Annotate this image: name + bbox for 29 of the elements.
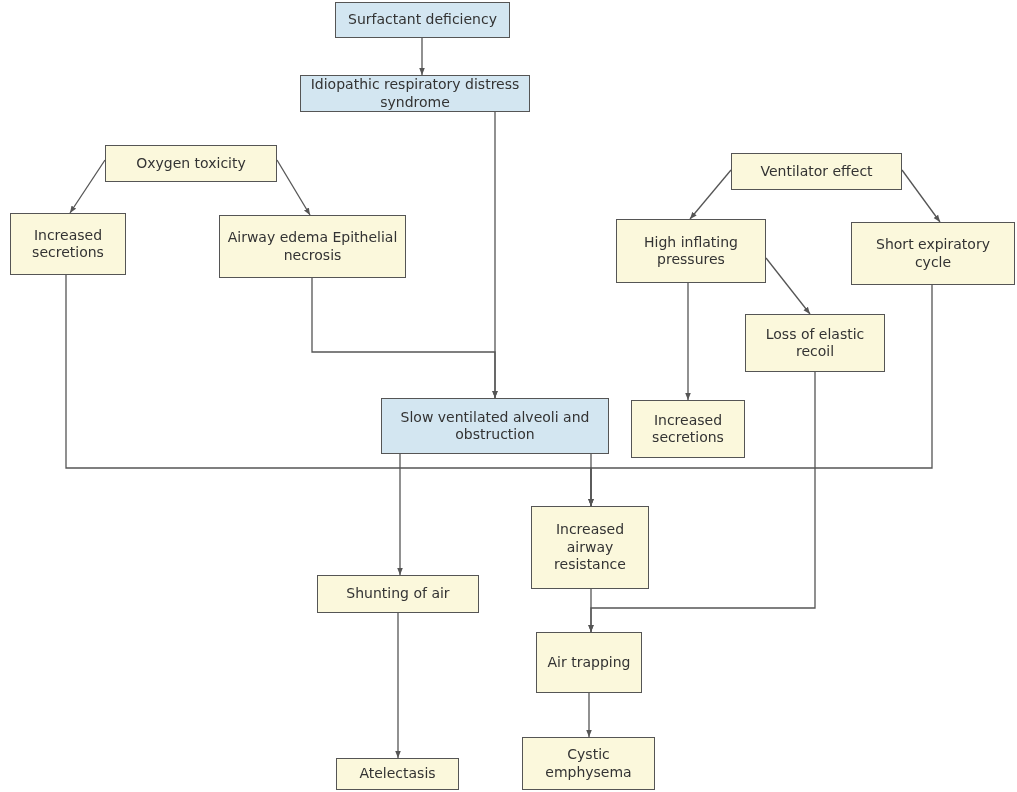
arrow	[901, 169, 941, 223]
arrow	[395, 612, 401, 759]
process-box: Increased secretions	[631, 400, 745, 458]
process-box: Ventilator effect	[731, 153, 902, 190]
arrow	[765, 257, 811, 315]
process-box: Airway edema Epithelial necrosis	[219, 215, 406, 278]
process-box: Short expiratory cycle	[851, 222, 1015, 285]
arrow	[586, 692, 592, 738]
arrow	[397, 453, 403, 576]
process-box: Surfactant deficiency	[335, 2, 510, 38]
process-box: Oxygen toxicity	[105, 145, 277, 182]
arrow	[588, 588, 594, 633]
arrow	[276, 159, 311, 216]
arrow	[588, 453, 594, 507]
arrow	[69, 159, 106, 214]
process-box: Idiopathic respiratory distress syndrome	[300, 75, 530, 112]
process-box: Air trapping	[536, 632, 642, 693]
process-box: High inflating pressures	[616, 219, 766, 283]
arrow	[311, 277, 498, 399]
process-box: Atelectasis	[336, 758, 459, 790]
arrow	[419, 37, 425, 76]
arrow	[685, 282, 691, 401]
process-box: Increased secretions	[10, 213, 126, 275]
process-box: Slow ventilated alveoli and obstruction	[381, 398, 609, 454]
process-box: Shunting of air	[317, 575, 479, 613]
arrow	[689, 169, 732, 220]
process-box: Increased airway resistance	[531, 506, 649, 589]
process-box: Loss of elastic recoil	[745, 314, 885, 372]
process-box: Cystic emphysema	[522, 737, 655, 790]
